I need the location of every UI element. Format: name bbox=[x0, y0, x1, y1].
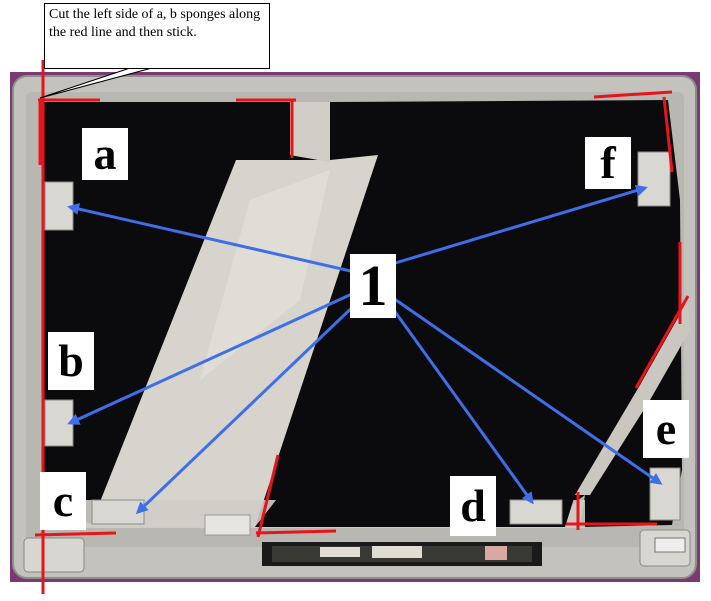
sponge-e bbox=[649, 467, 681, 521]
label-c: c bbox=[40, 472, 86, 530]
instruction-callout: Cut the left side of a, b sponges along … bbox=[44, 3, 270, 69]
blue-arrows bbox=[67, 184, 663, 515]
foil-diagonal-right bbox=[575, 300, 690, 495]
arrow-to-c bbox=[135, 298, 362, 515]
arrow-to-e bbox=[392, 296, 663, 485]
sponge-a bbox=[44, 181, 74, 231]
label-b: b bbox=[48, 332, 94, 390]
arrow-to-a bbox=[67, 203, 356, 274]
inverter-label-1 bbox=[320, 547, 360, 557]
label-a: a bbox=[82, 128, 128, 180]
label-d: d bbox=[450, 476, 496, 536]
arrow-to-d bbox=[386, 301, 534, 505]
right-hinge-screw bbox=[654, 537, 686, 553]
inverter-label-3 bbox=[485, 546, 507, 560]
sponge-f bbox=[637, 151, 671, 207]
foil-highlight bbox=[200, 170, 330, 380]
sponge-d bbox=[509, 499, 563, 525]
sponge-b bbox=[44, 399, 74, 447]
label-e: e bbox=[643, 400, 689, 458]
arrow-to-b bbox=[67, 286, 366, 425]
arrow-to-f bbox=[391, 184, 648, 266]
left-hinge bbox=[23, 537, 85, 573]
inverter-label-2 bbox=[372, 546, 422, 558]
red-markers bbox=[34, 90, 690, 538]
foil-top-tab bbox=[290, 102, 330, 162]
label-f: f bbox=[585, 137, 631, 189]
sponge-c bbox=[91, 499, 145, 525]
label-1: 1 bbox=[350, 254, 396, 318]
foil-sticker bbox=[204, 514, 251, 536]
